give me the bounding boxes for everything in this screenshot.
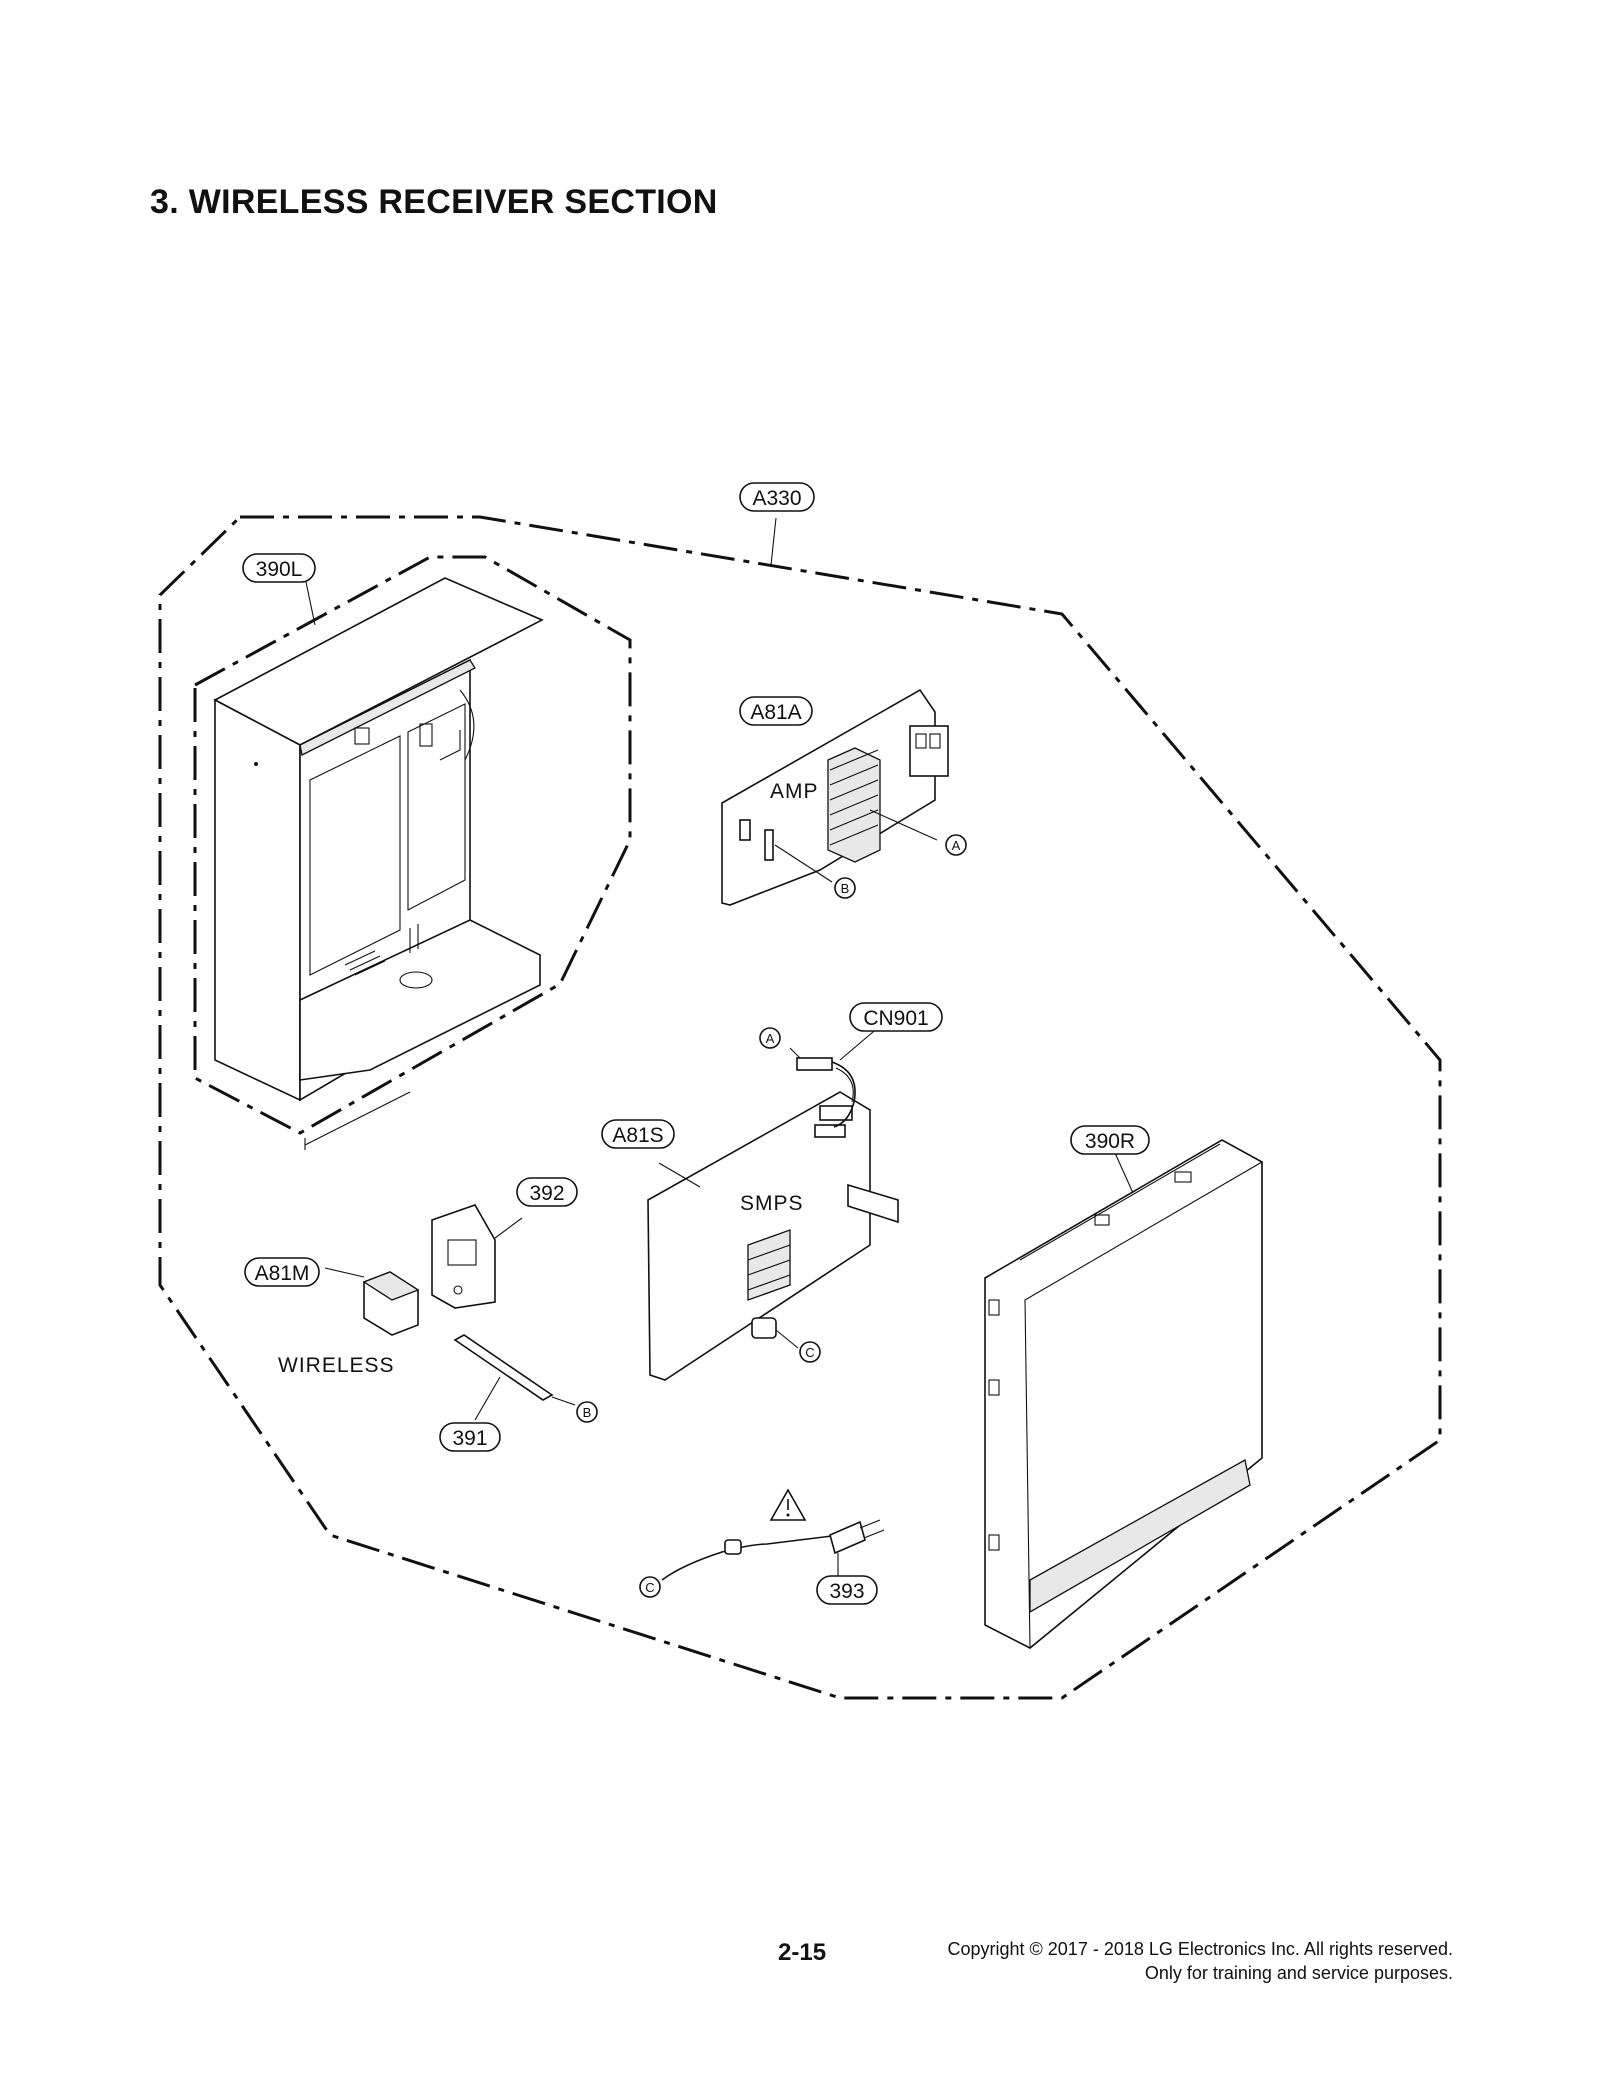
label-390l: 390L [242,553,316,583]
svg-text:A81M: A81M [255,1262,310,1285]
smps-board-a81s [647,1091,899,1381]
assembly-boundary-a330 [158,515,1442,1700]
amp-text: AMP [770,780,819,803]
svg-text:A81S: A81S [612,1124,663,1147]
svg-text:391: 391 [452,1427,487,1450]
label-a81a: A81A [739,696,813,726]
connector-ref-a-cable: A [759,1027,781,1049]
power-cord-393 [661,1488,885,1581]
wireless-text: WIRELESS [278,1354,395,1377]
connector-ref-c-smps: C [799,1341,821,1363]
label-cn901: CN901 [849,1002,943,1032]
svg-text:390R: 390R [1085,1130,1135,1153]
svg-text:B: B [841,881,850,896]
label-393: 393 [816,1575,878,1605]
svg-text:B: B [583,1405,592,1420]
svg-text:390L: 390L [256,558,303,581]
label-391: 391 [439,1422,501,1452]
connector-ref-b-cable: B [576,1401,598,1423]
usage-line: Only for training and service purposes. [1144,1963,1453,1983]
page-number: 2-15 [778,1939,827,1966]
label-392: 392 [516,1177,578,1207]
cabinet-left-390l [213,577,544,1150]
label-a81s: A81S [601,1119,675,1149]
bracket-392 [431,1204,523,1309]
svg-text:C: C [645,1580,654,1595]
connector-ref-c-cord: C [639,1576,661,1598]
label-a81m: A81M [244,1257,320,1287]
svg-text:A: A [952,838,961,853]
smps-text: SMPS [740,1192,804,1215]
flat-cable-391 [453,1334,576,1421]
copyright-notice: Copyright © 2017 - 2018 LG Electronics I… [947,1937,1453,1985]
svg-text:C: C [805,1345,814,1360]
label-a330: A330 [739,482,815,512]
wireless-module-a81m [324,1267,420,1336]
amp-board-a81a [721,688,949,906]
svg-text:A: A [766,1031,775,1046]
assembly-boundary-390l [193,555,632,1135]
svg-text:393: 393 [829,1580,864,1603]
svg-text:A330: A330 [752,487,801,510]
connector-ref-b-amp: B [834,877,856,899]
copyright-line: Copyright © 2017 - 2018 LG Electronics I… [947,1939,1453,1959]
label-390r: 390R [1070,1125,1150,1155]
svg-text:CN901: CN901 [863,1007,928,1030]
connector-ref-a-amp: A [945,834,967,856]
svg-text:392: 392 [529,1182,564,1205]
page-title: 3. WIRELESS RECEIVER SECTION [150,183,718,221]
cabinet-right-390r [984,1139,1263,1650]
svg-text:A81A: A81A [750,701,801,724]
